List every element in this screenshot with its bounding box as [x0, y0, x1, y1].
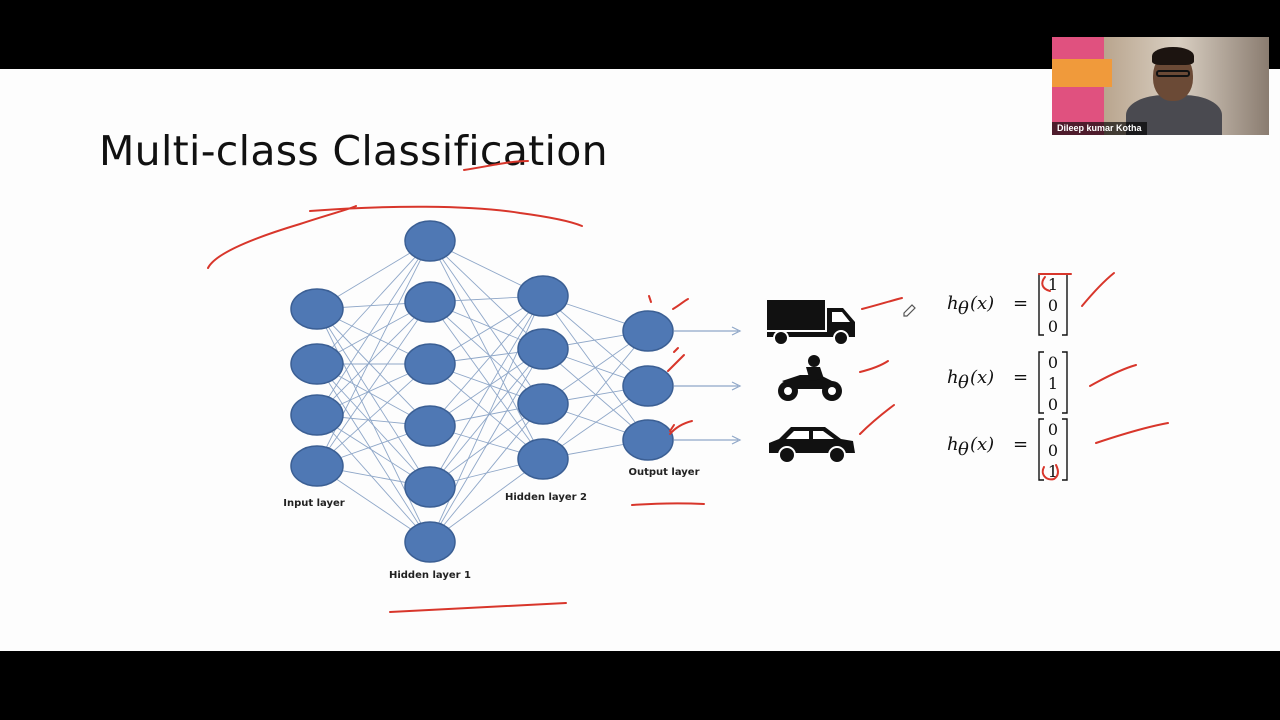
network-connection: [429, 348, 544, 543]
layer-label: Hidden layer 2: [505, 492, 587, 503]
equation-subscript: θ: [958, 298, 969, 319]
vector-bracket-left: [1038, 351, 1044, 414]
webcam-participant-name: Dileep kumar Kotha: [1052, 122, 1147, 135]
equation-h: h: [947, 293, 959, 314]
network-connection: [429, 240, 544, 350]
pen-cursor-icon: [903, 304, 916, 317]
vector-bracket-left: [1038, 418, 1044, 481]
truck-icon: [767, 300, 855, 346]
network-node: [517, 383, 569, 425]
output-arrow-head: [731, 435, 742, 445]
network-connection: [429, 301, 544, 405]
webcam-thumbnail[interactable]: Dileep kumar Kotha: [1052, 37, 1269, 135]
network-connection: [316, 240, 431, 365]
network-node: [517, 275, 569, 317]
network-node: [290, 445, 344, 487]
equation-equals: =: [1013, 367, 1028, 388]
layer-label: Hidden layer 1: [389, 570, 471, 581]
equation-argument: (x): [970, 293, 994, 314]
network-node: [290, 394, 344, 436]
webcam-person-glasses: [1156, 70, 1190, 77]
layer-label: Output layer: [628, 467, 699, 478]
equation-h: h: [947, 367, 959, 388]
network-connection: [316, 308, 431, 488]
network-connection: [429, 301, 544, 460]
equation-equals: =: [1013, 293, 1028, 314]
network-connection: [316, 363, 431, 467]
network-connection: [429, 295, 544, 488]
output-arrow-head: [731, 381, 742, 391]
equation-h: h: [947, 434, 959, 455]
layer-label: Input layer: [283, 498, 345, 509]
equation-subscript: θ: [958, 372, 969, 393]
network-node: [622, 365, 674, 407]
vector-entry: 1: [1048, 462, 1058, 481]
network-connection: [429, 403, 544, 543]
vector-entry: 0: [1048, 395, 1058, 414]
network-node: [404, 466, 456, 508]
network-connection: [316, 414, 431, 543]
network-node: [290, 288, 344, 330]
motorcycle-icon: [778, 355, 842, 401]
network-node: [404, 281, 456, 323]
vector-bracket-right: [1062, 418, 1068, 481]
vector-entry: 0: [1048, 441, 1058, 460]
network-node: [404, 405, 456, 447]
network-connection: [429, 295, 544, 427]
vector-entry: 1: [1048, 275, 1058, 294]
equation-argument: (x): [970, 367, 994, 388]
network-connection: [429, 240, 544, 460]
network-node: [290, 343, 344, 385]
webcam-background-stripe: [1052, 59, 1112, 87]
network-node: [404, 343, 456, 385]
equation-equals: =: [1013, 434, 1028, 455]
network-node: [622, 310, 674, 352]
vector-entry: 1: [1048, 374, 1058, 393]
vector-entry: 0: [1048, 317, 1058, 336]
equation-argument: (x): [970, 434, 994, 455]
network-connection: [316, 301, 431, 416]
ink-annotations: [207, 160, 1169, 613]
car-icon: [769, 427, 855, 464]
slide-title: Multi-class Classification: [99, 127, 608, 175]
network-connection: [316, 363, 431, 543]
network-connection: [316, 301, 431, 467]
vector-entry: 0: [1048, 353, 1058, 372]
vector-bracket-right: [1062, 273, 1068, 336]
webcam-person-hair: [1152, 47, 1194, 65]
network-connection: [429, 240, 544, 405]
network-connection: [316, 363, 431, 488]
network-node: [404, 220, 456, 262]
vector-entry: 0: [1048, 296, 1058, 315]
network-node: [622, 419, 674, 461]
network-connection: [316, 240, 431, 416]
network-connection: [429, 363, 544, 460]
network-connection: [542, 330, 649, 460]
equation-subscript: θ: [958, 439, 969, 460]
vector-bracket-right: [1062, 351, 1068, 414]
network-node: [517, 328, 569, 370]
network-connection: [316, 308, 431, 427]
network-node: [517, 438, 569, 480]
vector-entry: 0: [1048, 420, 1058, 439]
output-arrow-head: [731, 326, 742, 336]
network-node: [404, 521, 456, 563]
